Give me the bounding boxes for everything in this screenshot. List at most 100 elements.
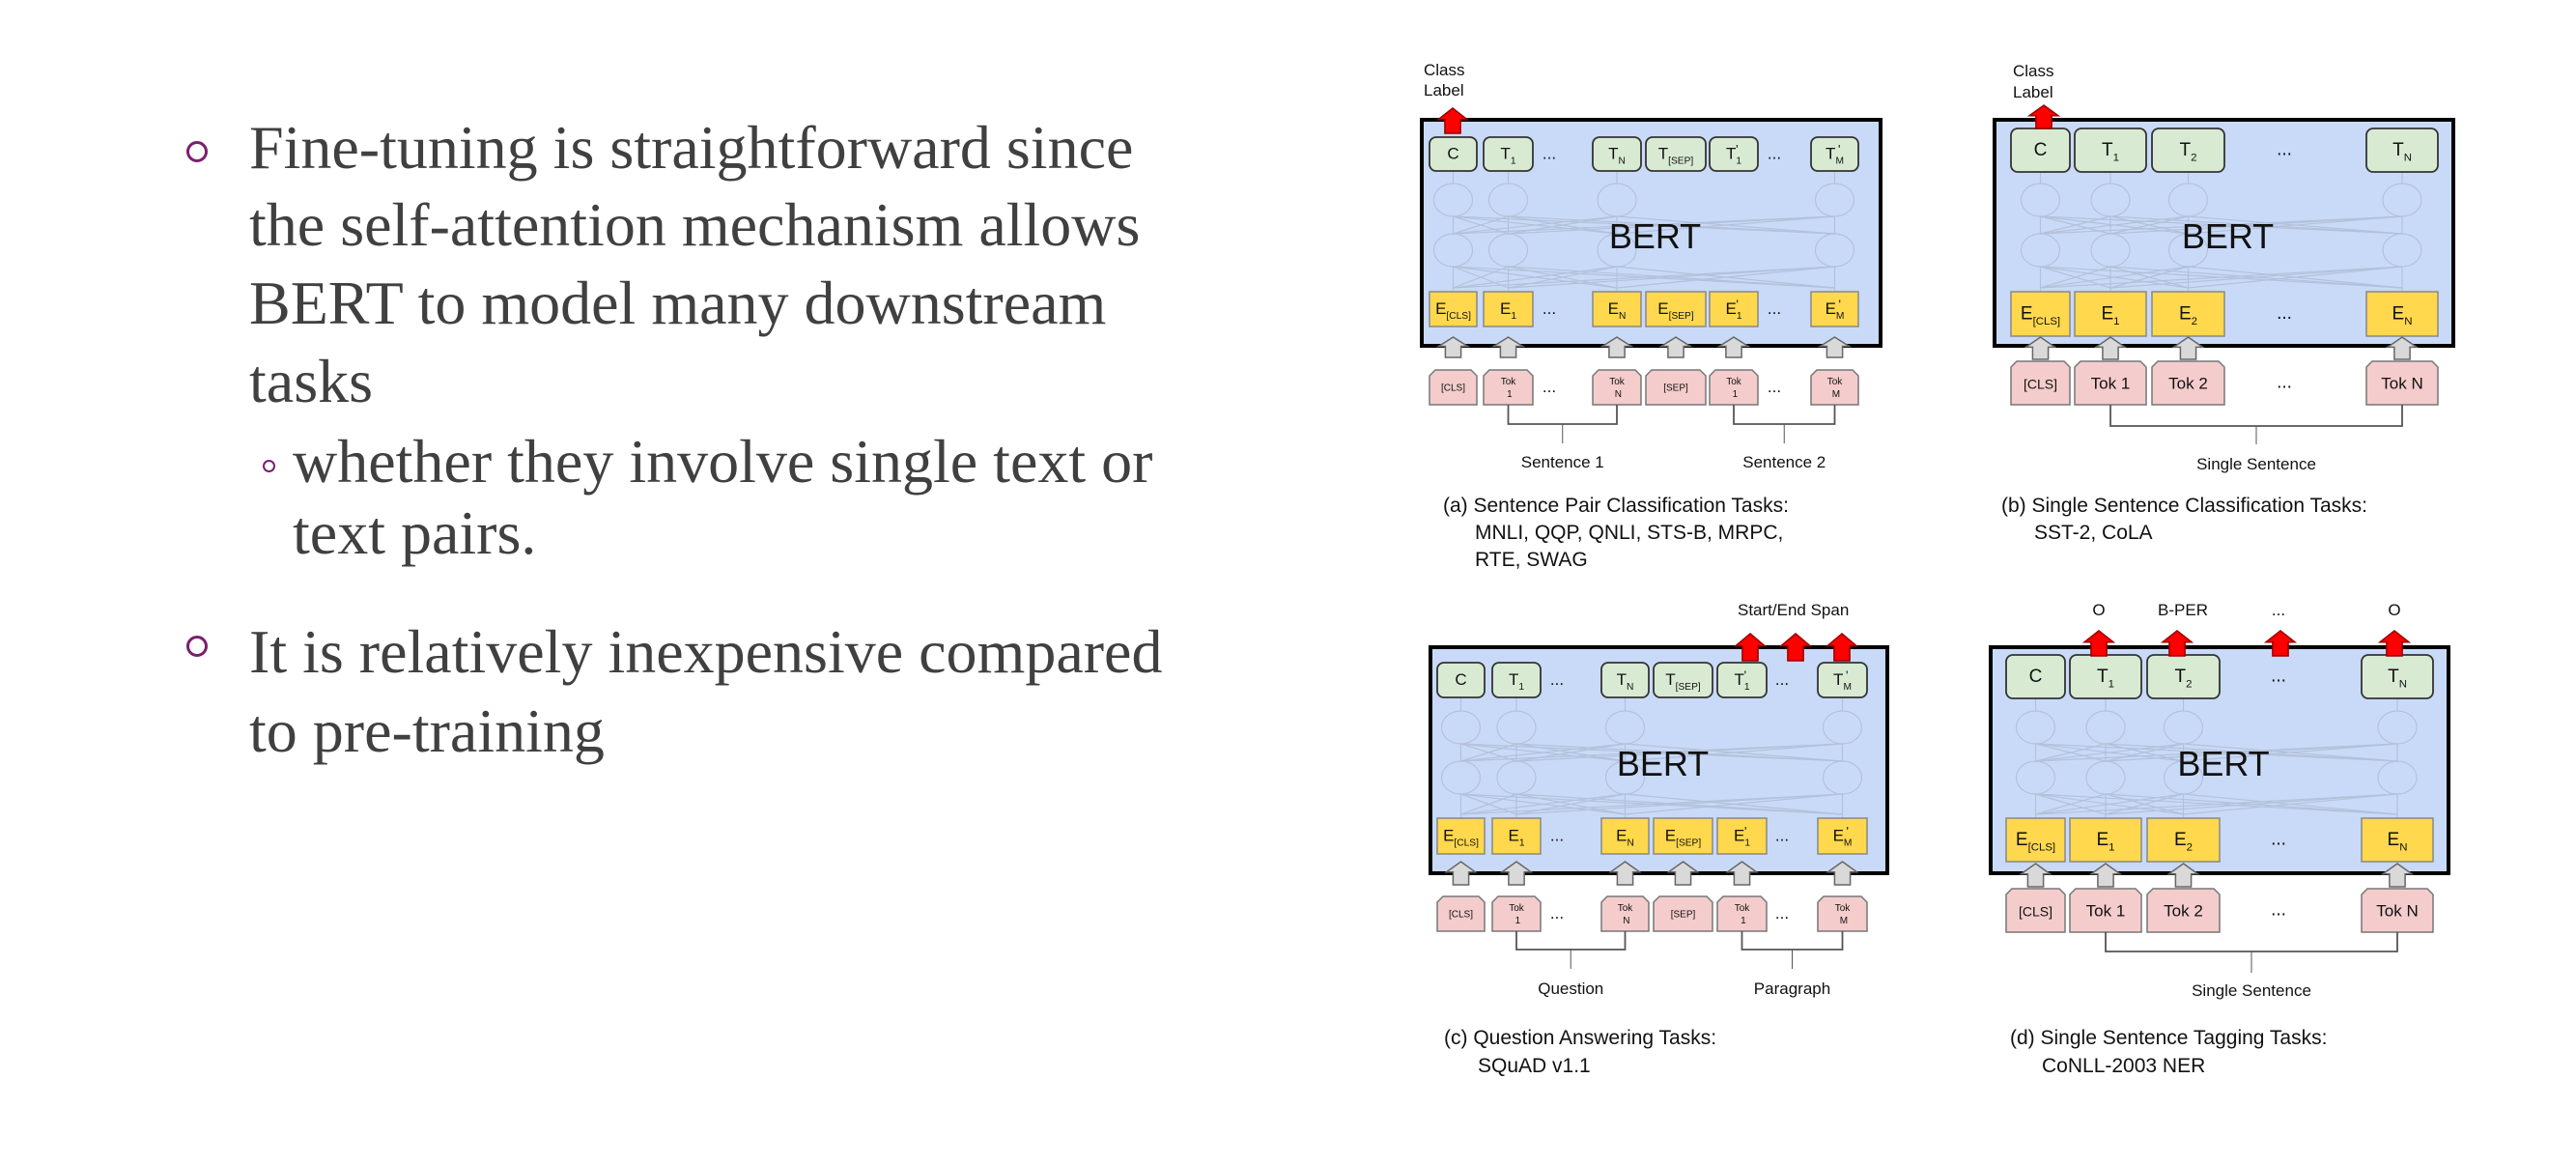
tag-label-text: B-PER <box>2158 601 2208 619</box>
input-token-box <box>2365 360 2439 406</box>
input-token-label: Tok 1 <box>1726 377 1742 400</box>
sub-bullet-icon <box>263 460 275 472</box>
connection-line <box>1616 215 1835 235</box>
output-token-box <box>1491 662 1542 698</box>
input-arrow-icon <box>1716 336 1751 358</box>
connection-line <box>2035 743 2184 762</box>
input-token-label: Tok N <box>2381 374 2422 392</box>
ellipsis-text: ... <box>1775 904 1789 923</box>
connection-line <box>1625 743 1843 762</box>
output-token-box <box>1709 136 1759 172</box>
figure-caption: CoNLL-2003 NER <box>2042 1055 2205 1077</box>
input-token-label: [SEP] <box>1671 910 1696 921</box>
input-token-box <box>2146 888 2221 933</box>
input-token-box <box>1810 369 1859 406</box>
output-token-label: T1' <box>1734 667 1749 693</box>
embedding-box <box>2365 291 2439 337</box>
output-token-label: C <box>1447 145 1458 163</box>
output-token-label: T1 <box>1500 145 1515 167</box>
input-token-label: Tok 1 <box>1735 903 1751 926</box>
attention-node <box>1496 710 1537 745</box>
connection-line <box>2183 793 2398 815</box>
connection-line <box>1453 215 1618 235</box>
connection-line <box>2109 215 2403 235</box>
connection-line <box>2109 266 2189 289</box>
bullet-icon <box>186 141 208 162</box>
output-token-label: T[SEP] <box>1665 670 1701 693</box>
input-token-box <box>2151 360 2225 406</box>
input-token-box <box>1716 895 1768 932</box>
connection-line <box>1508 266 1618 289</box>
attention-node <box>1440 710 1482 745</box>
embedding-box <box>1491 817 1542 855</box>
output-token-label: C <box>2029 667 2043 687</box>
connection-line <box>2035 793 2398 815</box>
connection-line <box>2040 266 2189 289</box>
input-token-box <box>1436 895 1486 932</box>
bert-label: BERT <box>1617 744 1709 783</box>
output-token-label: T2 <box>2175 667 2193 690</box>
group-label: Single Sentence <box>2196 455 2316 473</box>
input-token-label: Tok 1 <box>1509 903 1525 926</box>
input-token-label: [CLS] <box>1449 910 1473 921</box>
output-token-box <box>1653 662 1713 698</box>
output-token-box <box>1817 662 1868 698</box>
embedding-box <box>2361 817 2434 863</box>
embedding-label: E1 <box>1500 299 1516 322</box>
attention-node <box>2163 710 2204 745</box>
connection-line <box>2109 266 2403 289</box>
attention-node <box>1814 233 1855 268</box>
bullet-1-line: Fine-tuning is straightforward since <box>249 113 1134 182</box>
output-token-box <box>2365 128 2439 173</box>
input-token-label: Tok M <box>1827 377 1844 400</box>
ellipsis-text: ... <box>2277 373 2292 393</box>
input-arrow-icon <box>2380 863 2415 888</box>
input-token-box <box>1483 369 1534 406</box>
group-label: Question <box>1538 979 1603 998</box>
connection-line <box>2109 215 2189 235</box>
output-token-label: T1 <box>1509 670 1524 693</box>
input-token-box <box>1709 369 1759 406</box>
input-arrow-icon <box>1658 336 1693 358</box>
bullet-icon <box>186 636 208 657</box>
embedding-box <box>1645 291 1707 327</box>
ellipsis-text: ... <box>1543 378 1556 396</box>
embedding-box <box>2069 817 2142 863</box>
figure-caption: MNLI, QQP, QNLI, STS-B, MRPC, <box>1475 522 1783 544</box>
tag-label-text: ... <box>2272 601 2285 619</box>
attention-node <box>2090 233 2131 268</box>
attention-node <box>2020 183 2061 217</box>
connection-line <box>1616 266 1835 289</box>
connection-line <box>2105 743 2398 762</box>
connection-line <box>1515 793 1626 815</box>
input-token-label: Tok N <box>1609 377 1626 400</box>
output-token-box <box>2074 128 2147 173</box>
input-arrow-icon <box>1725 861 1759 886</box>
attention-node <box>1822 710 1863 745</box>
group-bracket <box>2105 932 2398 952</box>
connection-line <box>2035 793 2184 815</box>
output-token-label: C <box>2034 140 2048 160</box>
input-token-label: Tok 1 <box>2086 901 2126 920</box>
connection-line <box>1460 743 1626 762</box>
connection-line <box>1460 793 1843 815</box>
connection-line <box>2040 215 2403 235</box>
output-token-label: T1 <box>2102 140 2119 163</box>
embedding-label: E1' <box>1734 824 1750 849</box>
input-token-label: Tok N <box>2376 901 2418 920</box>
figure-caption: (c) Question Answering Tasks: <box>1444 1027 1716 1049</box>
input-arrow-icon <box>1444 861 1478 886</box>
bert-label: BERT <box>2182 216 2274 256</box>
attention-node <box>2382 233 2422 268</box>
connection-line <box>2109 215 2403 235</box>
connection-line <box>1460 743 1626 762</box>
input-arrow-icon <box>2024 336 2057 360</box>
input-token-label: [CLS] <box>2024 376 2057 391</box>
connection-line <box>2040 215 2189 235</box>
connection-line <box>2040 266 2189 289</box>
connection-line <box>2040 215 2111 235</box>
embedding-label: E[CLS] <box>2016 830 2055 853</box>
input-token-box <box>1653 895 1713 932</box>
